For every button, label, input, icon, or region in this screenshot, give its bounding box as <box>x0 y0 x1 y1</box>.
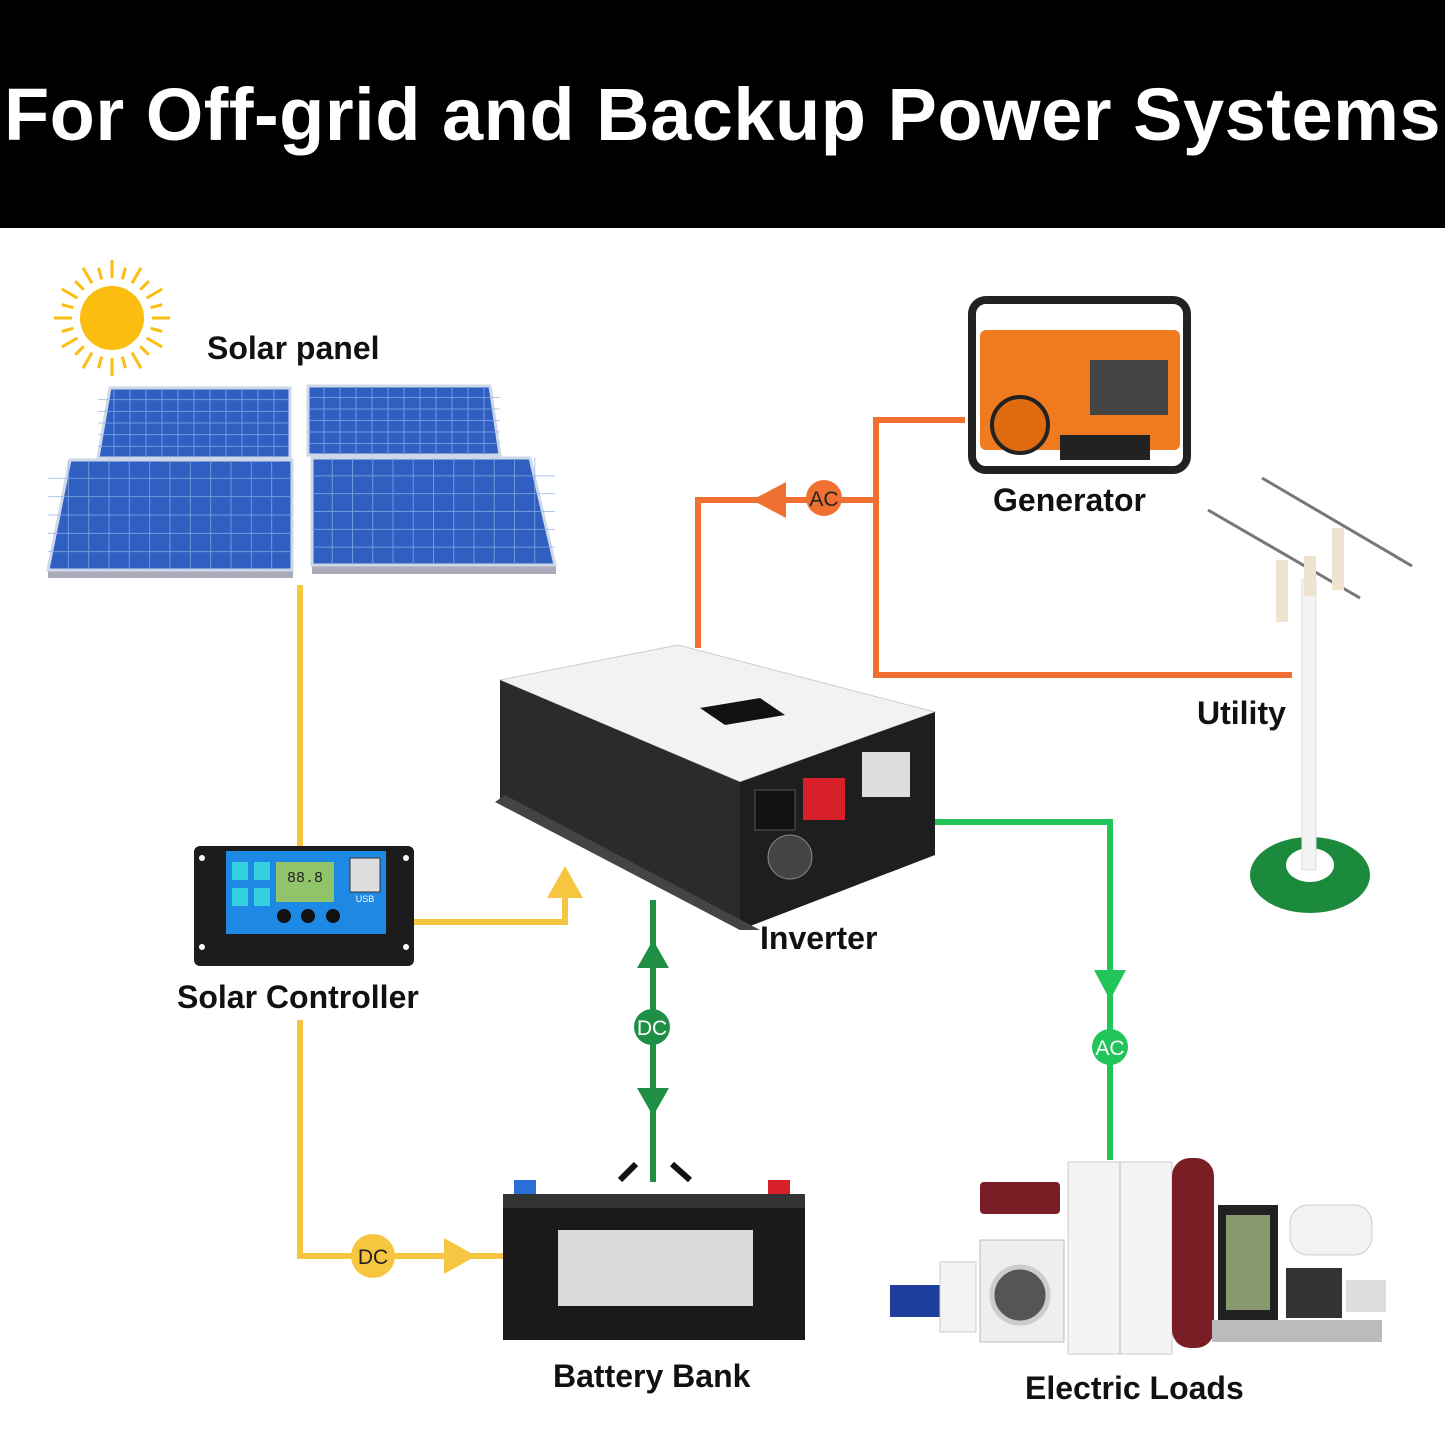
sun-ray <box>145 336 163 349</box>
battery-image <box>503 1161 805 1340</box>
arrow-down-icon <box>1094 970 1126 1000</box>
electric-loads-label: Electric Loads <box>1025 1370 1244 1406</box>
ac-output-wiring <box>932 819 1113 1160</box>
sun-ray <box>74 345 85 356</box>
sun-ray <box>97 267 104 280</box>
generator-label: Generator <box>993 482 1146 518</box>
sun-ray <box>120 356 127 369</box>
battery-bank-label: Battery Bank <box>553 1358 751 1394</box>
sun-ray <box>97 356 104 369</box>
usb-label: USB <box>356 894 375 904</box>
sun-ray <box>120 267 127 280</box>
sun-ray <box>150 326 163 333</box>
sun-ray <box>130 351 143 369</box>
arrow-up-icon <box>547 866 583 898</box>
sun-icon <box>54 260 170 376</box>
sun-ray <box>139 280 150 291</box>
sun-ray <box>61 287 79 300</box>
header-banner: For Off-grid and Backup Power Systems <box>0 0 1445 228</box>
ac-badge-label: AC <box>1095 1037 1124 1060</box>
sun-ray <box>81 267 94 285</box>
dc-badge-label: DC <box>358 1246 388 1269</box>
solar-controller-image: 88.8 USB <box>194 846 414 966</box>
page-title: For Off-grid and Backup Power Systems <box>3 73 1442 156</box>
arrow-right-icon <box>444 1238 476 1274</box>
ac-badge <box>1092 1029 1128 1065</box>
dc-badge <box>351 1234 395 1278</box>
dc-badge-label: DC <box>637 1017 667 1040</box>
sun-ray <box>74 280 85 291</box>
sun-ray <box>81 351 94 369</box>
sun-ray <box>61 303 74 310</box>
generator-image <box>968 296 1191 474</box>
sun-ray <box>61 326 74 333</box>
inverter-image <box>495 644 937 930</box>
solar-controller-label: Solar Controller <box>177 979 419 1015</box>
utility-pole-image <box>1207 476 1413 913</box>
utility-label: Utility <box>1197 695 1286 731</box>
ac-badge-label: AC <box>809 488 838 511</box>
sun-ray <box>130 267 143 285</box>
arrow-up-icon <box>637 940 669 968</box>
arrow-down-icon <box>637 1088 669 1116</box>
controller-display: 88.8 <box>287 870 323 887</box>
sun-ray <box>139 345 150 356</box>
solar-panel-label: Solar panel <box>207 330 380 366</box>
solar-panel-array <box>46 384 557 578</box>
sun-ray <box>61 336 79 349</box>
ac-badge <box>806 480 842 516</box>
sun-ray <box>145 287 163 300</box>
inverter-label: Inverter <box>760 920 878 956</box>
electric-loads-image <box>890 1158 1386 1355</box>
arrow-left-icon <box>752 482 786 518</box>
ac-input-wiring <box>695 417 1292 678</box>
dc-badge <box>634 1009 670 1045</box>
sun-ray <box>150 303 163 310</box>
